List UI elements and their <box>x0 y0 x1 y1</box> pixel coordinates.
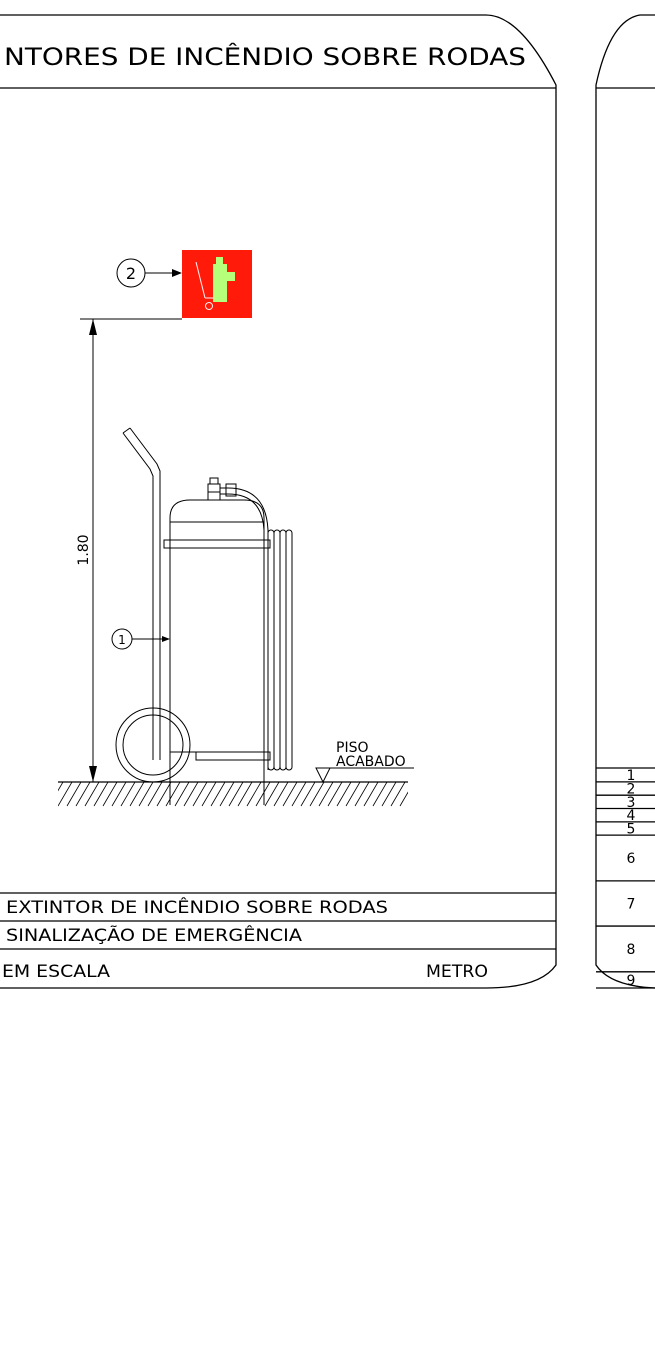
floor-level-marker: PISO ACABADO <box>315 740 414 784</box>
right-table-row-number: 1 <box>627 768 636 784</box>
legend-item-1: EXTINTOR DE INCÊNDIO SOBRE RODAS <box>6 896 388 918</box>
sign-nozzle <box>227 272 235 281</box>
floor-line <box>58 781 408 807</box>
right-sheet-frame <box>595 14 655 989</box>
sign-cylinder <box>213 264 227 302</box>
right-table-row-number: 6 <box>627 851 636 867</box>
callout-1-number: 1 <box>118 633 126 647</box>
right-table-row-number: 9 <box>627 973 636 989</box>
cart-handle <box>122 427 161 760</box>
fire-extinguisher-sign <box>182 250 252 318</box>
height-dimension: 1.80 <box>76 318 182 782</box>
scale-text: EM ESCALA <box>2 962 110 982</box>
right-table-row-number: 4 <box>627 808 636 824</box>
callout-1: 1 <box>111 628 170 650</box>
callout-2-number: 2 <box>126 264 136 283</box>
left-sheet-frame <box>0 14 557 989</box>
right-table-row-number: 2 <box>627 782 636 798</box>
sheet-title: NTORES DE INCÊNDIO SOBRE RODAS <box>4 42 526 71</box>
floor-label-line2: ACABADO <box>336 754 406 770</box>
extinguisher-sign-icon <box>195 257 235 310</box>
legend-table <box>0 892 556 950</box>
right-table-row-number: 7 <box>627 896 636 912</box>
hose <box>220 487 269 770</box>
right-table-row-number: 3 <box>627 795 636 811</box>
right-table-row-number: 5 <box>627 822 636 838</box>
wheeled-extinguisher <box>115 427 293 805</box>
lower-band <box>195 751 271 761</box>
dimension-value: 1.80 <box>76 534 92 565</box>
unit-text: METRO <box>426 962 488 982</box>
right-table-grid <box>596 767 655 989</box>
hose-coil <box>267 529 293 771</box>
legend-item-2: SINALIZAÇÃO DE EMERGÊNCIA <box>6 924 302 946</box>
wheel-inner <box>122 714 184 776</box>
floor-label-line1: PISO <box>336 740 368 756</box>
cylinder-body <box>169 499 265 805</box>
sign-valve <box>216 257 223 265</box>
callout-2: 2 <box>116 258 182 288</box>
upper-band <box>163 539 271 549</box>
right-table-row-number: 8 <box>627 942 636 958</box>
